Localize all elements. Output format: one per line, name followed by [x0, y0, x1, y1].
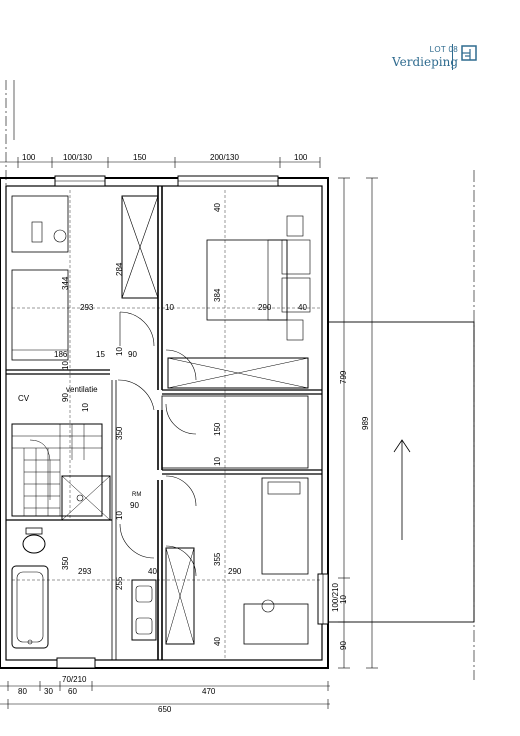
header-divider	[452, 44, 453, 70]
dim-90b: 90	[61, 393, 70, 402]
bathtub	[11, 565, 49, 649]
dim-90a: 90	[128, 350, 137, 359]
dim-186: 186	[54, 350, 68, 359]
dim-10c: 10	[61, 361, 70, 370]
dim-bottom-30: 30	[44, 687, 53, 696]
dim-40c: 40	[148, 567, 157, 576]
storage-room	[161, 395, 309, 469]
desk-bedroom-3	[243, 603, 309, 645]
dim-350b: 350	[61, 556, 70, 570]
dim-384: 384	[213, 288, 222, 302]
dim-top-4: 200/130	[210, 153, 239, 162]
dim-10d: 10	[81, 403, 90, 412]
desk-bedroom-1	[11, 195, 69, 253]
rm-label: RM	[132, 492, 141, 498]
dim-bottom-80: 80	[18, 687, 27, 696]
dim-top-1: 100	[22, 153, 36, 162]
dim-10f: 10	[115, 511, 124, 520]
dim-290a: 290	[258, 303, 272, 312]
dim-255: 255	[115, 576, 124, 590]
dim-top-5: 100	[294, 153, 308, 162]
dim-799: 799	[339, 370, 348, 384]
wardrobe-master	[167, 357, 309, 389]
cv-label: CV	[18, 394, 30, 403]
dim-10b: 10	[115, 347, 124, 356]
dim-window-right: 100/210	[331, 583, 340, 612]
dim-top-3: 150	[133, 153, 147, 162]
dim-bottom-650: 650	[158, 705, 172, 714]
dim-40d: 40	[213, 637, 222, 646]
dim-bottom-60: 60	[68, 687, 77, 696]
roof-terrace	[327, 321, 475, 623]
dim-10a: 10	[165, 303, 174, 312]
window-bottom	[56, 657, 96, 669]
floorplan-icon	[461, 45, 477, 61]
dim-right-90: 90	[339, 641, 348, 650]
dim-15: 15	[96, 350, 105, 359]
outer-wall	[0, 177, 329, 669]
wardrobe-left	[121, 195, 159, 299]
inner-wall-line	[5, 185, 323, 661]
bed-bedroom-3	[261, 477, 309, 575]
dim-top-2: 100/130	[63, 153, 92, 162]
ventilatie-label: ventilatie	[66, 385, 98, 394]
dim-293a: 293	[80, 303, 94, 312]
dim-40b: 40	[213, 203, 222, 212]
door-swing-1	[119, 311, 155, 347]
dim-989: 989	[361, 416, 370, 430]
dim-90c: 90	[130, 501, 139, 510]
dim-right-10: 10	[339, 595, 348, 604]
dim-350a: 350	[115, 426, 124, 440]
dim-344: 344	[61, 276, 70, 290]
staircase	[11, 423, 103, 517]
lot-number: LOT 08	[429, 45, 458, 54]
dimension-top	[0, 157, 321, 168]
bed-bedroom-1	[11, 269, 69, 361]
dim-bottom-doors: 70/210	[62, 675, 87, 684]
dim-290b: 290	[228, 567, 242, 576]
dim-150: 150	[213, 422, 222, 436]
dim-bottom-470: 470	[202, 687, 216, 696]
dim-293b: 293	[78, 567, 92, 576]
dim-355: 355	[213, 552, 222, 566]
double-sink	[131, 579, 157, 641]
dim-284: 284	[115, 262, 124, 276]
wardrobe-bedroom-3	[165, 547, 195, 645]
floor-title: Verdieping	[392, 55, 458, 69]
toilet	[22, 534, 46, 554]
dim-40a: 40	[298, 303, 307, 312]
dim-10e: 10	[213, 457, 222, 466]
